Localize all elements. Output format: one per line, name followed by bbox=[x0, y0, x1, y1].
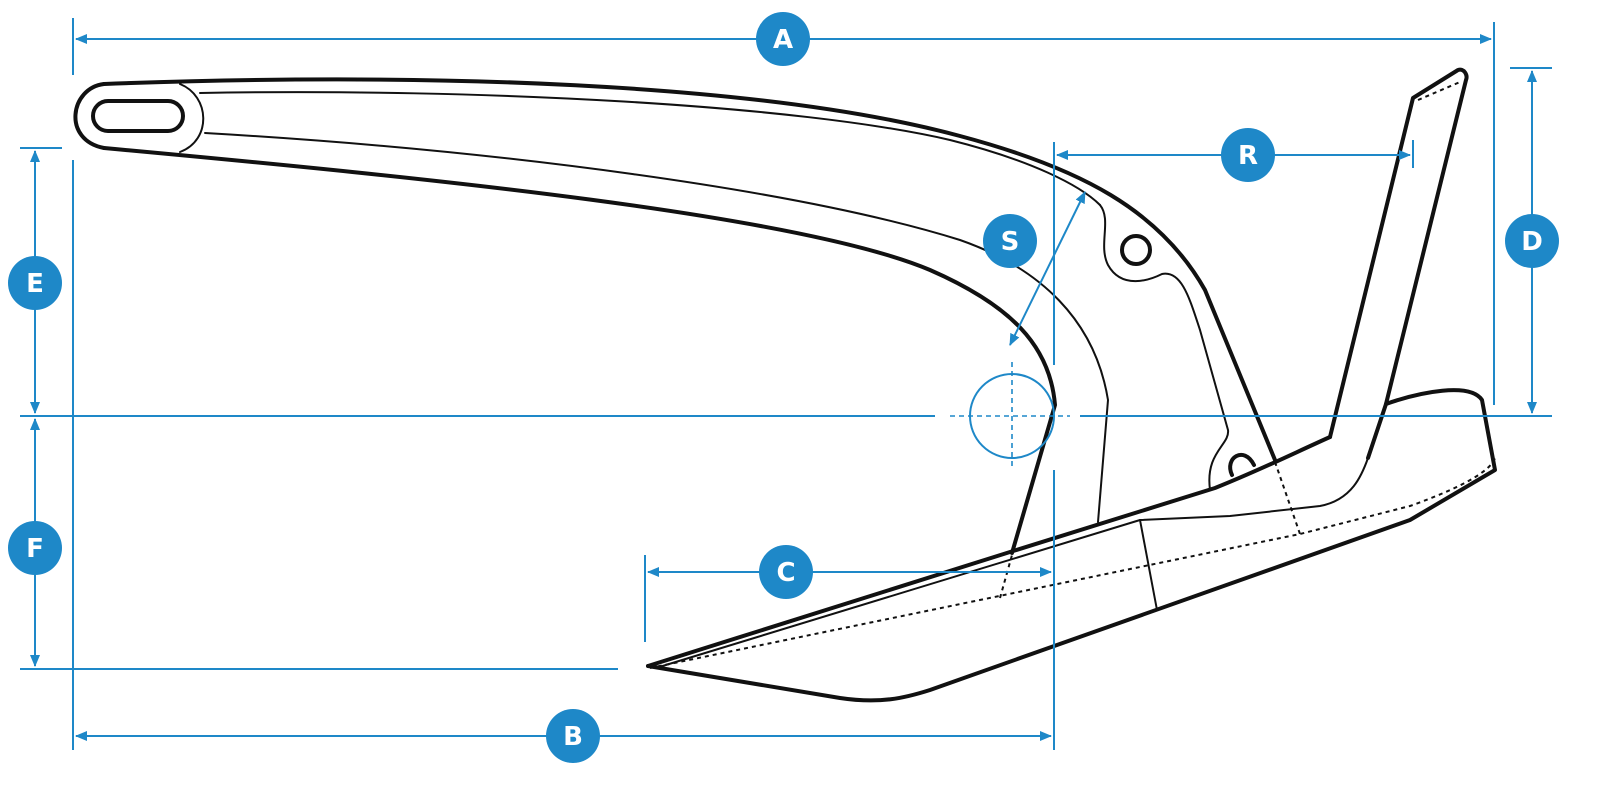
plough-dashed-edge bbox=[649, 457, 1496, 669]
marker-c-label: C bbox=[776, 558, 795, 588]
shackle-slot bbox=[91, 99, 185, 133]
marker-f-label: F bbox=[26, 534, 44, 564]
marker-e-label: E bbox=[26, 269, 44, 299]
shank-top-edge bbox=[102, 77, 1277, 462]
marker-e-disc bbox=[8, 256, 62, 310]
marker-f: F bbox=[8, 521, 62, 575]
shank-inner-line-lower bbox=[204, 132, 1109, 523]
plough-dashed-shank bbox=[1274, 461, 1301, 535]
roll-bar-front bbox=[1328, 67, 1469, 460]
plough-rib bbox=[1139, 519, 1158, 611]
marker-a: A bbox=[756, 12, 810, 66]
marker-b: B bbox=[546, 709, 600, 763]
shank-lower-slot bbox=[1228, 452, 1256, 477]
marker-s: S bbox=[983, 214, 1037, 268]
marker-f-disc bbox=[8, 521, 62, 575]
marker-r-label: R bbox=[1238, 141, 1258, 171]
marker-a-label: A bbox=[773, 25, 793, 55]
marker-s-label: S bbox=[1001, 227, 1020, 257]
marker-s-disc bbox=[983, 214, 1037, 268]
plough-upper-face bbox=[646, 435, 1332, 668]
marker-d: D bbox=[1505, 214, 1559, 268]
marker-r-disc bbox=[1221, 128, 1275, 182]
marker-b-disc bbox=[546, 709, 600, 763]
marker-d-disc bbox=[1505, 214, 1559, 268]
marker-c: C bbox=[759, 545, 813, 599]
marker-a-disc bbox=[756, 12, 810, 66]
shank-inner-line bbox=[199, 91, 1101, 206]
plough-inner-edge bbox=[655, 457, 1369, 669]
shank-plate-cutout bbox=[1099, 204, 1230, 491]
dim-line-s bbox=[1009, 191, 1086, 346]
marker-d-label: D bbox=[1521, 227, 1543, 257]
shank-bottom-edge bbox=[102, 146, 1057, 555]
anchor-drawing bbox=[73, 67, 1497, 703]
marker-r: R bbox=[1221, 128, 1275, 182]
shank-end-cap bbox=[73, 82, 106, 150]
shank-upper-hole bbox=[1120, 234, 1152, 266]
marker-e: E bbox=[8, 256, 62, 310]
marker-c-disc bbox=[759, 545, 813, 599]
marker-b-label: B bbox=[563, 722, 583, 752]
plough-lower-face bbox=[646, 388, 1497, 703]
shackle-eye-ring bbox=[179, 83, 205, 153]
